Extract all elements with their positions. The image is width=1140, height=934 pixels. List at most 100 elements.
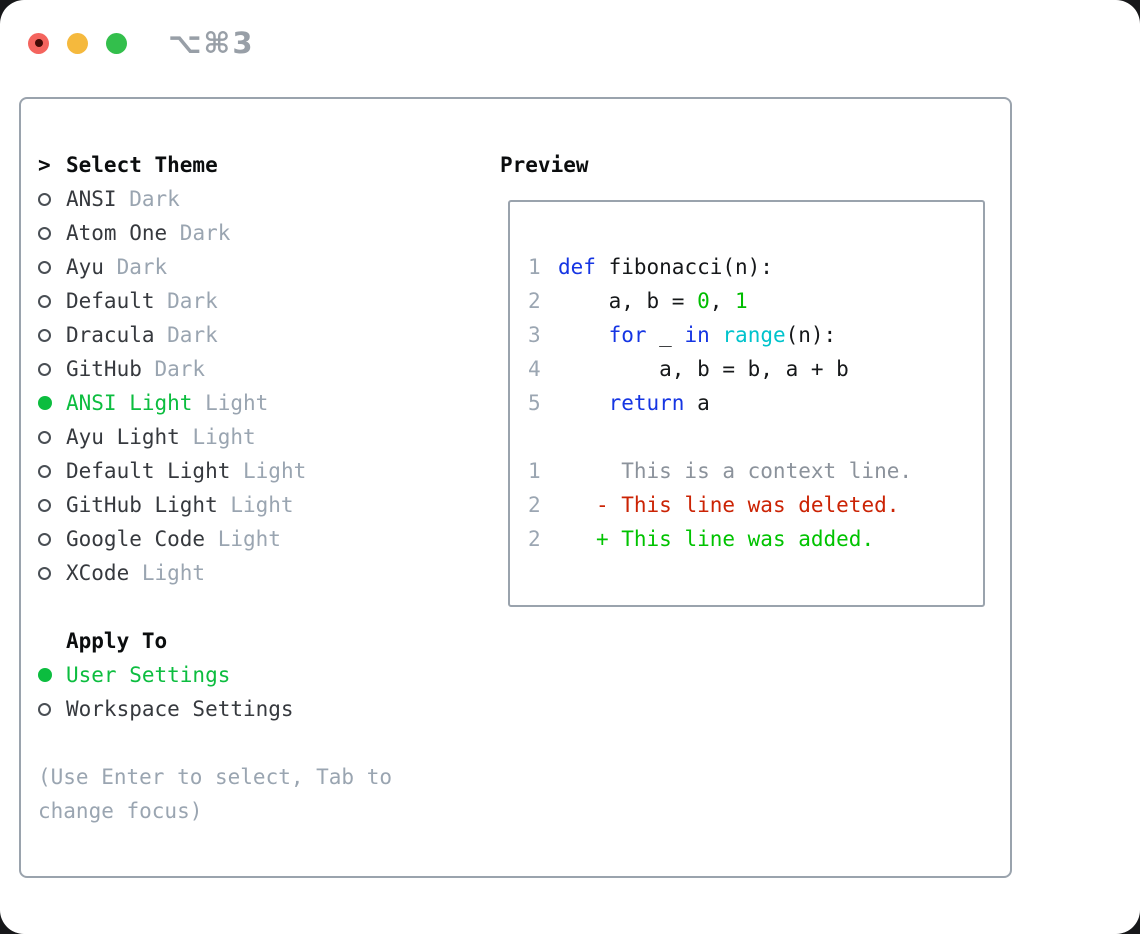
- theme-option-atom-one[interactable]: Atom One Dark: [38, 216, 488, 250]
- code-token-plain: a, b = b, a + b: [558, 357, 849, 381]
- radio-icon: [38, 566, 51, 580]
- radio-icon: [38, 464, 51, 478]
- code-line: 4 a, b = b, a + b: [528, 352, 983, 386]
- theme-option-label: Dracula: [66, 323, 155, 347]
- theme-option-ansi[interactable]: ANSI Dark: [38, 182, 488, 216]
- theme-option-label: Ayu: [66, 255, 104, 279]
- theme-variant-tag: Light: [129, 561, 206, 585]
- radio-icon: [38, 226, 51, 240]
- window-titlebar: ⌥⌘3: [28, 26, 255, 60]
- theme-variant-tag: Dark: [154, 289, 218, 313]
- theme-option-label: Default: [66, 289, 155, 313]
- theme-variant-tag: Light: [217, 493, 294, 517]
- select-theme-header: > Select Theme: [38, 148, 488, 182]
- code-token-kw: in: [684, 323, 710, 347]
- window-shortcut-label: ⌥⌘3: [168, 26, 255, 60]
- code-token-plain: a: [684, 391, 710, 415]
- code-line: 1 def fibonacci(n):: [528, 250, 983, 284]
- apply-to-header: Apply To: [38, 624, 488, 658]
- apply-option-user-settings[interactable]: User Settings: [38, 658, 488, 692]
- code-line: 2 a, b = 0, 1: [528, 284, 983, 318]
- radio-selected-icon: [38, 668, 52, 682]
- select-theme-title: Select Theme: [66, 153, 218, 177]
- code-token-del: - This line was deleted.: [595, 493, 900, 517]
- theme-option-label: XCode: [66, 561, 130, 585]
- code-token-plain: ,: [709, 289, 736, 313]
- apply-option-workspace-settings[interactable]: Workspace Settings: [38, 692, 488, 726]
- radio-icon: [38, 702, 51, 716]
- code-token-plain: [558, 527, 596, 551]
- code-token-num: 1: [735, 289, 748, 313]
- code-line: 2 + This line was added.: [528, 522, 983, 556]
- theme-option-github[interactable]: GitHub Dark: [38, 352, 488, 386]
- theme-option-ayu-light[interactable]: Ayu Light Light: [38, 420, 488, 454]
- theme-option-default-light[interactable]: Default Light Light: [38, 454, 488, 488]
- hint-line-2: change focus): [38, 799, 203, 823]
- theme-variant-tag: Dark: [103, 255, 168, 279]
- code-line: 2 - This line was deleted.: [528, 488, 983, 522]
- code-token-plain: _: [646, 323, 685, 347]
- theme-option-ayu[interactable]: Ayu Dark: [38, 250, 488, 284]
- preview-title: Preview: [500, 153, 589, 177]
- line-number: 4: [528, 357, 541, 381]
- theme-variant-tag: Light: [179, 425, 256, 449]
- code-token-plain: fibonacci(n):: [595, 255, 773, 279]
- radio-selected-icon: [38, 396, 52, 410]
- code-token-plain: (n):: [785, 323, 837, 347]
- line-number: 1: [528, 459, 541, 483]
- apply-to-title: Apply To: [66, 629, 168, 653]
- theme-variant-tag: Light: [192, 391, 269, 415]
- line-number: 2: [528, 289, 541, 313]
- theme-variant-tag: Light: [205, 527, 281, 551]
- theme-option-label: ANSI Light: [66, 391, 193, 415]
- code-token-kw: def: [558, 255, 596, 279]
- code-token-fn: range: [722, 323, 786, 347]
- radio-icon: [38, 192, 51, 206]
- theme-option-label: GitHub Light: [66, 493, 218, 517]
- code-token-add: + This line was added.: [595, 527, 875, 551]
- theme-variant-tag: Dark: [154, 323, 218, 347]
- code-token-plain: [710, 323, 723, 347]
- theme-option-ansi-light[interactable]: ANSI Light Light: [38, 386, 488, 420]
- theme-option-label: Atom One: [66, 221, 168, 245]
- code-line: 1 This is a context line.: [528, 454, 983, 488]
- theme-variant-tag: Dark: [141, 357, 206, 381]
- code-line: [528, 420, 983, 454]
- code-token-plain: a, b =: [558, 289, 698, 313]
- line-number: 5: [528, 391, 541, 415]
- theme-option-google-code[interactable]: Google Code Light: [38, 522, 488, 556]
- theme-option-label: Default Light: [66, 459, 231, 483]
- line-number: 1: [528, 255, 541, 279]
- radio-icon: [38, 498, 51, 512]
- code-line: 5 return a: [528, 386, 983, 420]
- hint-line-1: (Use Enter to select, Tab to: [38, 765, 393, 789]
- radio-icon: [38, 430, 51, 444]
- minimize-button[interactable]: [67, 32, 88, 54]
- close-button[interactable]: [28, 32, 49, 54]
- theme-option-label: Google Code: [66, 527, 206, 551]
- code-token-plain: [558, 323, 609, 347]
- theme-option-label: Ayu Light: [66, 425, 180, 449]
- theme-variant-tag: Dark: [116, 187, 180, 211]
- prompt-icon: >: [38, 153, 51, 177]
- radio-icon: [38, 294, 51, 308]
- radio-icon: [38, 362, 51, 376]
- theme-option-github-light[interactable]: GitHub Light Light: [38, 488, 488, 522]
- line-number: 2: [528, 527, 541, 551]
- code-token-plain: [558, 391, 609, 415]
- theme-option-default[interactable]: Default Dark: [38, 284, 488, 318]
- code-token-kw: for: [608, 323, 647, 347]
- code-token-num: 0: [697, 289, 710, 313]
- zoom-button[interactable]: [106, 32, 127, 54]
- code-token-ctx: This is a context line.: [558, 459, 913, 483]
- theme-option-xcode[interactable]: XCode Light: [38, 556, 488, 590]
- radio-icon: [38, 328, 51, 342]
- theme-option-dracula[interactable]: Dracula Dark: [38, 318, 488, 352]
- spacer-row: [38, 590, 488, 624]
